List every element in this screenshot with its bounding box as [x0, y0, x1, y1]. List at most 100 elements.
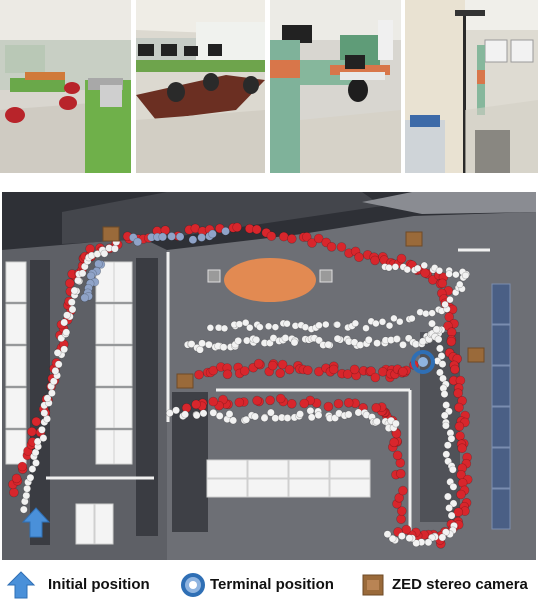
- white-point: [437, 352, 446, 360]
- white-point: [246, 324, 254, 332]
- white-point: [234, 336, 243, 345]
- white-point: [434, 335, 443, 344]
- white-point: [62, 328, 71, 337]
- camera-marker: [405, 231, 423, 247]
- red-point: [284, 364, 295, 375]
- red-point: [398, 485, 408, 496]
- white-point: [199, 409, 208, 418]
- white-point: [391, 263, 400, 271]
- blue-point: [197, 233, 206, 242]
- white-point: [408, 314, 416, 323]
- white-point: [49, 377, 58, 386]
- white-point: [74, 276, 82, 285]
- red-point: [371, 403, 382, 413]
- white-point: [456, 280, 464, 289]
- white-point: [351, 319, 360, 328]
- white-point: [28, 465, 37, 473]
- blue-point: [158, 232, 167, 242]
- left-shelf-a: [5, 261, 27, 465]
- white-point: [413, 264, 422, 273]
- white-point: [242, 415, 251, 424]
- red-point: [208, 396, 218, 407]
- white-point: [266, 408, 275, 417]
- white-point: [405, 534, 414, 543]
- red-point: [450, 364, 460, 375]
- conference-table: [224, 258, 316, 302]
- white-point: [399, 340, 407, 349]
- white-point: [315, 336, 323, 345]
- right-blue-shelves: [491, 283, 511, 530]
- white-point: [392, 335, 401, 343]
- red-point: [396, 506, 407, 516]
- camera-marker: [102, 226, 120, 242]
- red-point: [389, 437, 399, 448]
- main-room-floor: [167, 212, 536, 560]
- red-point: [349, 364, 360, 375]
- terminal-position-ring: [411, 350, 435, 374]
- red-point: [267, 360, 278, 371]
- white-point: [391, 419, 400, 428]
- white-point: [100, 249, 109, 258]
- white-point: [396, 317, 404, 326]
- white-point: [362, 324, 370, 332]
- red-point: [301, 232, 312, 242]
- red-point: [326, 241, 337, 252]
- white-point: [388, 534, 397, 543]
- white-point: [442, 401, 451, 409]
- white-point: [441, 528, 450, 537]
- bottom-left-desk: [75, 503, 114, 545]
- white-point: [165, 409, 174, 417]
- white-point: [443, 492, 452, 501]
- white-point: [256, 323, 264, 331]
- ring-icon: [181, 573, 205, 597]
- white-point: [67, 298, 76, 307]
- white-point: [445, 504, 453, 512]
- red-point: [453, 388, 463, 398]
- white-point: [307, 413, 316, 422]
- white-point: [461, 271, 470, 280]
- white-point: [440, 390, 449, 398]
- white-point: [441, 421, 450, 430]
- blue-point: [133, 237, 142, 247]
- white-point: [424, 538, 433, 547]
- white-point: [438, 533, 447, 542]
- red-point: [252, 224, 262, 235]
- red-point: [252, 395, 262, 406]
- white-point: [447, 434, 456, 443]
- blue-point: [167, 232, 176, 241]
- white-point: [315, 321, 323, 330]
- white-point: [383, 530, 392, 539]
- red-point: [17, 461, 28, 472]
- white-point: [264, 322, 273, 331]
- white-point: [192, 411, 201, 420]
- white-point: [441, 300, 449, 309]
- red-point: [234, 397, 245, 408]
- white-point: [242, 318, 250, 327]
- red-point: [302, 365, 313, 375]
- legend-camera-label: ZED stereo camera: [392, 576, 528, 593]
- white-point: [209, 408, 218, 417]
- white-point: [445, 270, 453, 278]
- red-point: [313, 233, 324, 244]
- white-point: [442, 450, 451, 459]
- white-point: [443, 441, 452, 450]
- white-trajectory: [19, 238, 470, 548]
- red-point: [454, 402, 464, 413]
- white-point: [428, 319, 436, 328]
- red-point: [395, 468, 406, 479]
- white-point: [172, 406, 180, 415]
- white-point: [63, 311, 71, 320]
- red-point: [232, 222, 242, 233]
- red-point: [394, 492, 405, 503]
- red-point: [333, 398, 344, 409]
- white-point: [403, 265, 411, 274]
- red-point: [286, 233, 297, 244]
- red-point: [336, 242, 347, 252]
- white-point: [435, 266, 444, 275]
- white-point: [60, 345, 69, 354]
- white-point: [220, 324, 229, 333]
- red-point: [286, 399, 297, 409]
- white-point: [422, 309, 430, 318]
- white-point: [397, 532, 406, 540]
- red-point: [323, 401, 334, 412]
